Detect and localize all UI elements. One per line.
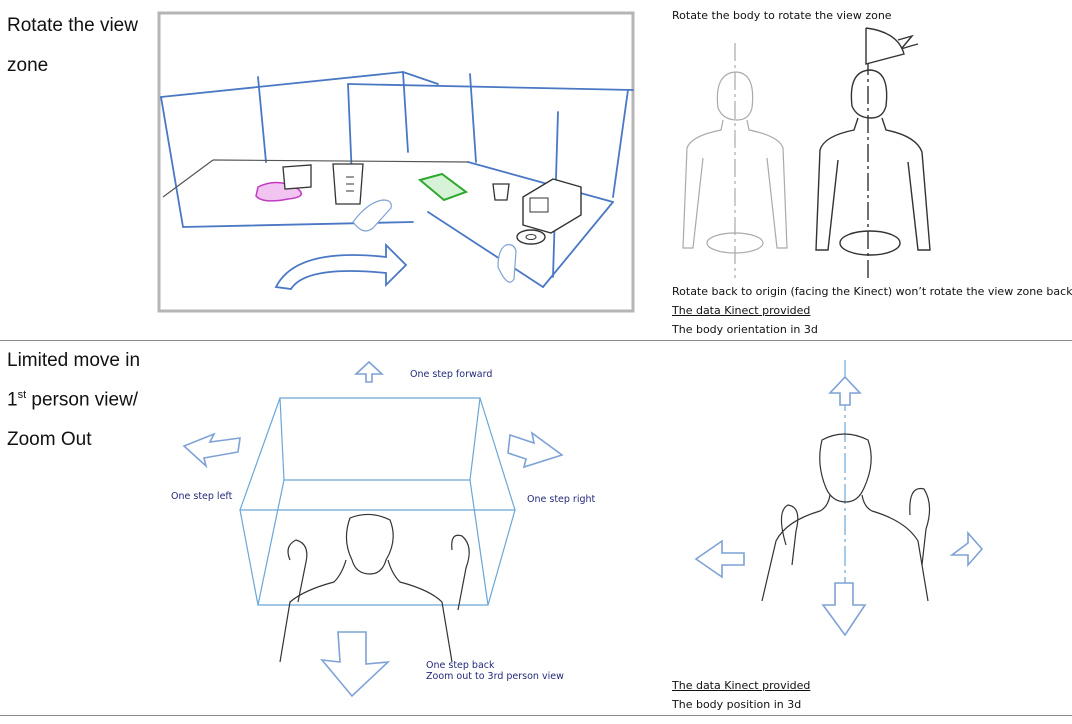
row1-category-line1: Rotate the view — [7, 15, 138, 37]
row1-data-value: The body orientation in 3d — [672, 323, 818, 336]
body-position-sketch — [690, 355, 1020, 645]
row2-category-line2-rest: person view/ — [26, 389, 138, 410]
label-forward: One step forward — [410, 369, 492, 380]
row2-category-line3: Zoom Out — [7, 429, 91, 451]
label-left: One step left — [171, 491, 232, 502]
step-movement-sketch — [170, 360, 580, 700]
row2-data-heading: The data Kinect provided — [672, 679, 810, 692]
label-back-line2: Zoom out to 3rd person view — [426, 671, 564, 682]
row-divider-2 — [0, 715, 1072, 716]
label-back-line1: One step back — [426, 660, 495, 671]
label-right: One step right — [527, 494, 595, 505]
body-rotation-sketch — [670, 28, 950, 278]
row2-data-value: The body position in 3d — [672, 698, 801, 711]
row2-category-line2: 1st person view/ — [7, 389, 138, 411]
row2-category-ordinal-suffix: st — [18, 389, 27, 401]
row2-category-line1: Limited move in — [7, 350, 140, 372]
row1-bottom-note: Rotate back to origin (facing the Kinect… — [672, 285, 1072, 298]
row1-category-line2: zone — [7, 55, 48, 77]
row1-data-heading: The data Kinect provided — [672, 304, 810, 317]
view-zone-scene-sketch — [158, 12, 634, 312]
row-divider-1 — [0, 340, 1072, 341]
row1-top-note: Rotate the body to rotate the view zone — [672, 9, 892, 22]
row2-category-ordinal: 1 — [7, 389, 18, 410]
